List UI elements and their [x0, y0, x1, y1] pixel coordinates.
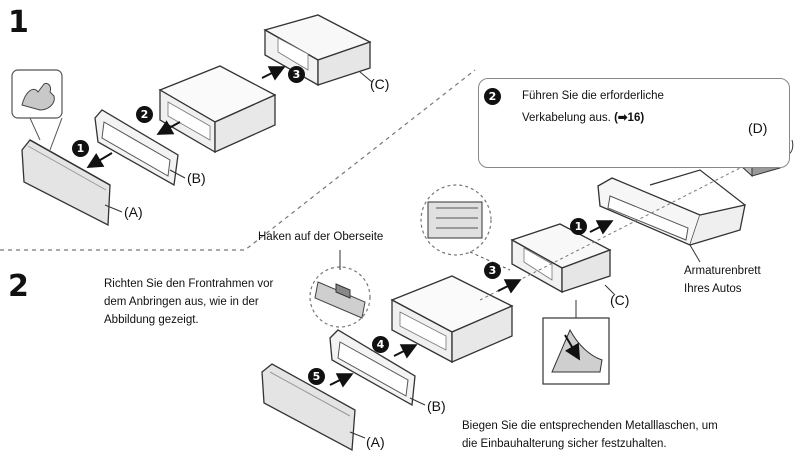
label-a-step2: (A)	[366, 434, 385, 450]
step2-badge-5: 5	[308, 368, 325, 385]
step2-badge-4: 4	[372, 336, 389, 353]
step2-badge-3: 3	[484, 262, 501, 279]
label-b-step1: (B)	[187, 170, 206, 186]
page-reference: (➡16)	[614, 112, 645, 124]
hook-detail-magnifier	[309, 250, 371, 328]
label-c-step2: (C)	[610, 292, 630, 308]
label-c-step1: (C)	[370, 76, 390, 92]
trim-frame-b-step2	[329, 329, 416, 407]
align-note-line-2: dem Anbringen aus, wie in der	[104, 296, 259, 308]
label-dashboard-1: Armaturenbrett	[684, 265, 761, 277]
bend-note-line-1: Biegen Sie die entsprechenden Metalllasc…	[462, 420, 718, 432]
mounting-sleeve-c-step2	[510, 223, 612, 294]
section-divider	[0, 69, 476, 251]
step1-badge-3: 3	[288, 66, 305, 83]
callout-line-2: Verkabelung aus. (➡16)	[522, 110, 644, 126]
trim-frame-b-step1	[94, 109, 179, 187]
callout-line-1: Führen Sie die erforderliche	[522, 90, 664, 102]
step2-badge-1: 1	[570, 218, 587, 235]
sleeve-interior-magnifier	[420, 184, 511, 271]
align-note-line-3: Abbildung gezeigt.	[104, 314, 199, 326]
callout-line-2-text: Verkabelung aus.	[522, 112, 611, 124]
align-note-line-1: Richten Sie den Frontrahmen vor	[104, 278, 274, 290]
label-d: (D)	[748, 120, 768, 136]
step-number-1: 1	[8, 5, 29, 40]
bend-note-line-2: die Einbauhalterung sicher festzuhalten.	[462, 438, 667, 450]
dashboard-opening	[597, 169, 746, 246]
step1-badge-1: 1	[72, 140, 89, 157]
step1-badge-2: 2	[136, 106, 153, 123]
callout-badge-2: 2	[484, 88, 501, 105]
radio-unit-step2	[390, 275, 514, 364]
faceplate-a-step2	[261, 363, 356, 452]
label-b-step2: (B)	[427, 398, 446, 414]
label-a-step1: (A)	[124, 204, 143, 220]
radio-unit-step1	[158, 65, 277, 154]
mounting-sleeve-c-step1	[263, 14, 372, 87]
bend-tab-inset	[542, 300, 610, 385]
hand-press-icon	[11, 69, 63, 151]
wiring-callout	[478, 78, 790, 168]
label-dashboard-2: Ihres Autos	[684, 283, 742, 295]
faceplate-a-step1	[21, 139, 111, 227]
step-number-2: 2	[8, 269, 29, 304]
label-hook: Haken auf der Oberseite	[258, 231, 384, 243]
